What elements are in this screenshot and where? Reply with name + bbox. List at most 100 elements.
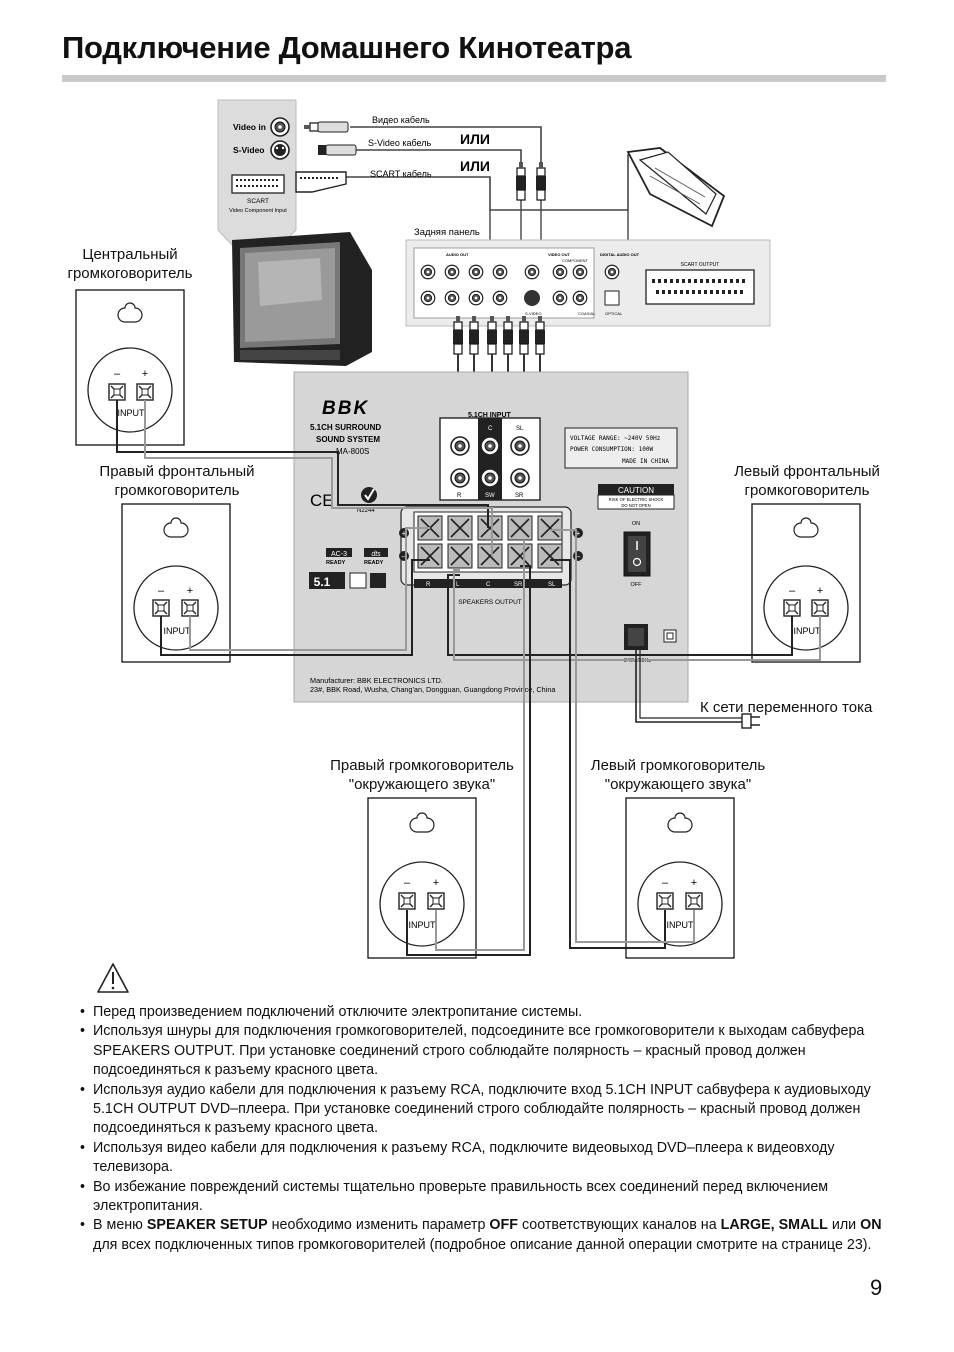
svg-text:DIGITAL AUDIO OUT: DIGITAL AUDIO OUT <box>600 252 640 257</box>
svg-text:AC-3: AC-3 <box>331 551 347 558</box>
svg-text:–: – <box>158 585 165 597</box>
svg-text:5.1: 5.1 <box>314 575 331 589</box>
svg-text:+: + <box>817 585 823 597</box>
svg-text:SOUND SYSTEM: SOUND SYSTEM <box>316 435 380 444</box>
manufacturer-line: Manufacturer: BBK ELECTRONICS LTD. <box>310 676 443 685</box>
speaker-wires <box>116 400 821 956</box>
speaker-surround-left: – + INPUT <box>625 797 735 959</box>
rear-panel-label: Задняя панель <box>414 227 480 238</box>
title-underline <box>62 75 886 82</box>
warning-icon <box>97 963 129 993</box>
svg-text:OPTICAL: OPTICAL <box>605 311 623 316</box>
page-title: Подключение Домашнего Кинотеатра <box>62 30 632 65</box>
svg-text:OFF: OFF <box>631 582 643 588</box>
instructions-list: Перед произведением подключений отключит… <box>80 1003 900 1255</box>
svg-text:INPUT: INPUT <box>794 626 822 636</box>
svg-text:5.1CH INPUT: 5.1CH INPUT <box>468 412 512 419</box>
speaker-front-right: – + INPUT <box>121 503 231 663</box>
speaker-surround-right: – + INPUT <box>367 797 477 959</box>
scart-sub-label: Video Component Input <box>229 208 287 214</box>
scart-cable-label: SCART кабель <box>370 169 432 179</box>
page-number: 9 <box>870 1275 883 1300</box>
note-item-speaker-setup: В меню SPEAKER SETUP необходимо изменить… <box>80 1216 900 1255</box>
svg-text:SPEAKERS OUTPUT: SPEAKERS OUTPUT <box>458 599 522 606</box>
svg-text:R: R <box>457 493 462 499</box>
note-item: Используя аудио кабели для подключения к… <box>80 1081 900 1139</box>
s-video-label: S-Video <box>233 145 265 155</box>
svg-text:–: – <box>789 585 796 597</box>
tv-set <box>232 232 372 366</box>
video-cables: Видео кабель S-Video кабель SCART кабель… <box>295 115 726 245</box>
s-video-jack <box>270 140 290 160</box>
speaker-front-left: – + INPUT <box>751 503 861 663</box>
svg-text:CE: CE <box>310 491 334 510</box>
svg-text:DO NOT OPEN: DO NOT OPEN <box>621 503 650 508</box>
svg-text:INPUT: INPUT <box>118 408 146 418</box>
surround-left-speaker-label: Левый громкоговоритель"окружающего звука… <box>590 757 766 793</box>
svg-text:S-VIDEO: S-VIDEO <box>525 311 541 316</box>
subwoofer-panel: BBK 5.1CH SURROUND SOUND SYSTEM MA-800S … <box>293 371 689 703</box>
audio-rca-cables <box>452 315 546 417</box>
svg-text:ON: ON <box>632 521 640 527</box>
svg-text:+: + <box>402 529 407 538</box>
svg-text:VIDEO OUT: VIDEO OUT <box>548 252 571 257</box>
svg-text:–: – <box>404 877 411 889</box>
svg-text:SW: SW <box>485 493 495 499</box>
svg-text:5.1CH SURROUND: 5.1CH SURROUND <box>310 423 381 432</box>
note-item: Во избежание повреждений системы тщатель… <box>80 1178 900 1217</box>
svg-text:L: L <box>456 582 460 588</box>
note-item: Используя шнуры для подключения громкого… <box>80 1022 900 1080</box>
svg-text:READY: READY <box>364 560 384 566</box>
svg-text:RISK OF ELECTRIC SHOCK: RISK OF ELECTRIC SHOCK <box>609 497 664 502</box>
svg-text:SR: SR <box>515 493 524 499</box>
video-cable-label: Видео кабель <box>372 115 430 125</box>
svg-text:READY: READY <box>326 560 346 566</box>
mains-plug-icon <box>741 713 760 729</box>
scart-socket <box>231 174 285 194</box>
svg-text:+: + <box>187 585 193 597</box>
svg-text:AUDIO OUT: AUDIO OUT <box>446 252 469 257</box>
svg-text:INPUT: INPUT <box>409 920 437 930</box>
or-label-1: ИЛИ <box>460 131 490 147</box>
dvd-rear-panel: Задняя панель AUDIO OUT VIDEO OUT DIGITA… <box>405 227 771 327</box>
s-video-cable-label: S-Video кабель <box>368 138 432 148</box>
svg-text:COAXIAL: COAXIAL <box>578 311 596 316</box>
svg-text:INPUT: INPUT <box>667 920 695 930</box>
svg-text:VOLTAGE RANGE: ~240V 50Hz: VOLTAGE RANGE: ~240V 50Hz <box>570 435 661 442</box>
svg-text:–: – <box>114 368 121 380</box>
video-in-jack <box>270 117 290 137</box>
bbk-logo: BBK <box>322 398 369 419</box>
svg-text:–: – <box>662 877 669 889</box>
svg-text:+: + <box>433 877 439 889</box>
svg-text:–: – <box>576 552 581 561</box>
surround-right-speaker-label: Правый громкоговоритель"окружающего звук… <box>330 757 514 793</box>
svg-text:CAUTION: CAUTION <box>618 486 654 495</box>
svg-text:MADE IN CHINA: MADE IN CHINA <box>622 458 669 465</box>
svg-text:SR: SR <box>514 582 523 588</box>
note-item: Используя видео кабели для подключения к… <box>80 1139 900 1178</box>
svg-text:C: C <box>486 582 491 588</box>
speaker-center: – + INPUT <box>75 289 185 446</box>
svg-text:SL: SL <box>548 582 556 588</box>
svg-text:R: R <box>426 582 431 588</box>
svg-text:dts: dts <box>371 551 381 558</box>
svg-text:SCART OUTPUT: SCART OUTPUT <box>681 262 720 268</box>
video-in-label: Video in <box>233 122 266 132</box>
svg-text:SL: SL <box>516 426 524 432</box>
address-line: 23#, BBK Road, Wusha, Chang'an, Dongguan… <box>310 685 556 694</box>
svg-text:+: + <box>691 877 697 889</box>
svg-text:+: + <box>576 529 581 538</box>
mains-label: К сети переменного тока <box>700 699 873 716</box>
or-label-2: ИЛИ <box>460 158 490 174</box>
svg-text:COMPONENT: COMPONENT <box>562 258 589 263</box>
svg-text:INPUT: INPUT <box>164 626 192 636</box>
svg-text:–: – <box>402 552 407 561</box>
note-item: Перед произведением подключений отключит… <box>80 1003 900 1023</box>
scart-label: SCART <box>247 198 269 205</box>
svg-text:MA-800S: MA-800S <box>336 447 369 456</box>
svg-text:POWER CONSUMPTION: 100W: POWER CONSUMPTION: 100W <box>570 446 653 453</box>
